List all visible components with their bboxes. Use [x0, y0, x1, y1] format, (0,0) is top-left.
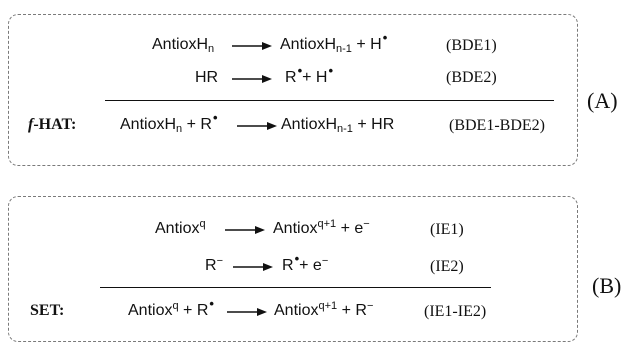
b-summation-line [100, 287, 491, 288]
a-row1-product: AntioxHn-1 + H• [280, 30, 388, 55]
a-row2-note: (BDE2) [446, 69, 497, 86]
panel-b-frame [8, 196, 578, 342]
panel-a-label: (A) [587, 88, 618, 113]
b-sum-products: Antioxq+1 + R− [274, 300, 374, 320]
b-row1-product: Antioxq+1 + e− [273, 218, 370, 238]
b-row1-reactant: Antioxq [155, 218, 206, 238]
b-row1-note: (IE1) [430, 221, 464, 238]
b-row2-product: R•+ e− [282, 251, 329, 274]
b-row2-arrow [233, 263, 273, 271]
a-row1-reactant: AntioxHn [152, 36, 215, 55]
b-row1-arrow [225, 226, 265, 234]
a-sum-arrow [237, 122, 277, 130]
b-sum-name: SET: [30, 302, 65, 319]
a-sum-reactants: AntioxHn + R• [120, 110, 218, 135]
a-row2-arrow [232, 75, 272, 83]
panel-a-frame [8, 14, 578, 166]
a-sum-note: (BDE1-BDE2) [449, 117, 545, 134]
a-sum-name: f-HAT: [28, 116, 77, 133]
b-sum-reactants: Antioxq + R• [128, 296, 214, 319]
a-row1-note: (BDE1) [446, 37, 497, 54]
b-row2-note: (IE2) [430, 258, 464, 275]
a-row2-reactant: HR [195, 69, 219, 86]
b-row2-reactant: R− [205, 255, 223, 275]
a-row1-arrow [232, 42, 272, 50]
b-sum-note: (IE1-IE2) [424, 303, 487, 320]
a-summation-line [105, 100, 554, 101]
a-sum-products: AntioxHn-1 + HR [281, 116, 395, 135]
panel-b-label: (B) [592, 273, 622, 298]
b-sum-arrow [227, 308, 267, 316]
a-row2-product: R•+ H• [285, 63, 334, 86]
